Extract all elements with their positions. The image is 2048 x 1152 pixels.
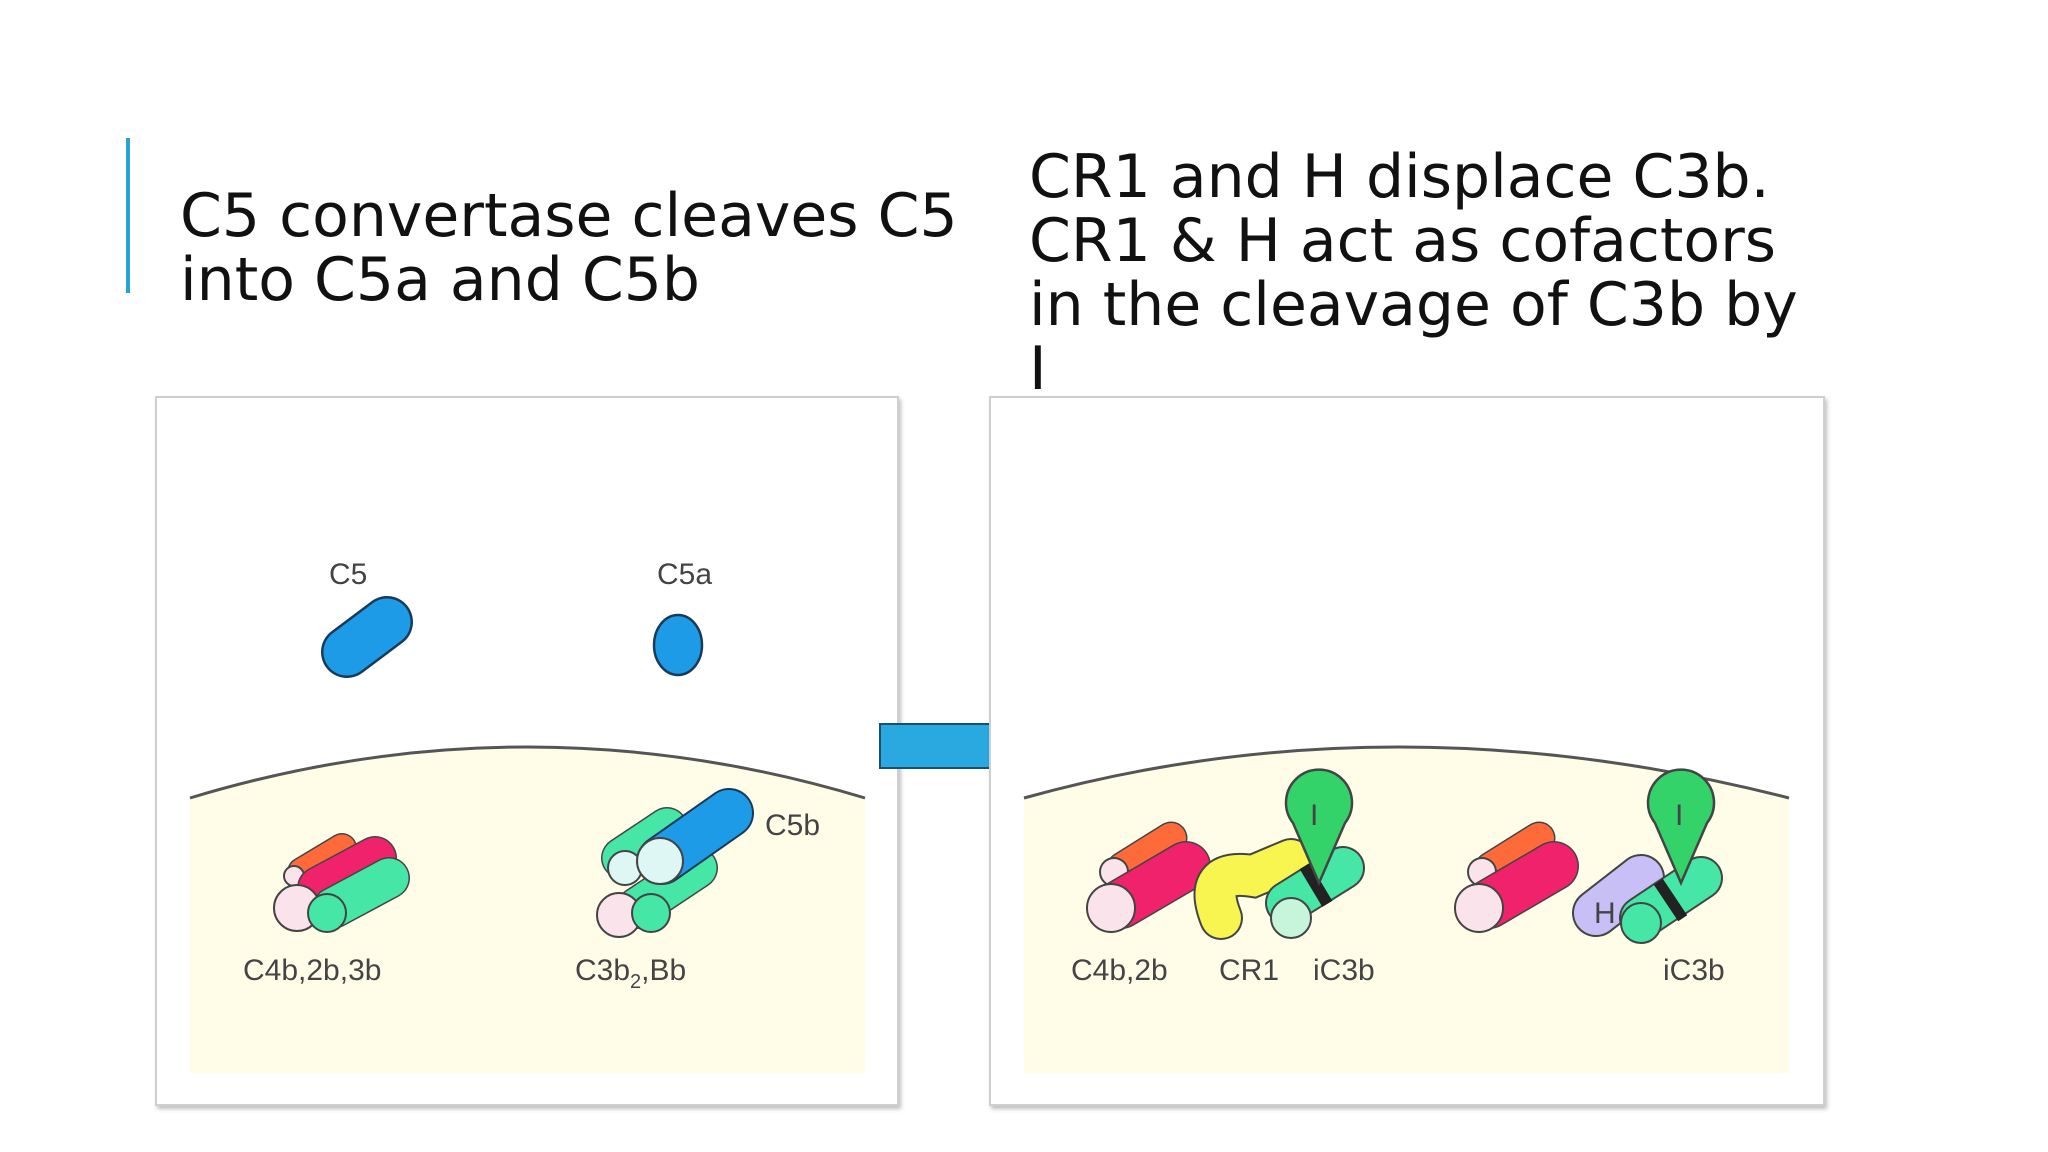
factor-h-label: H: [1594, 897, 1616, 930]
right-title-line-3: in the cleavage of C3b by: [1029, 270, 1798, 340]
left-slide-title: C5 convertase cleaves C5 into C5a and C5…: [180, 181, 958, 315]
h-ic3b-complex: [1572, 768, 1723, 944]
right-title-line-1: CR1 and H displace C3b.: [1029, 142, 1770, 212]
right-diagram-svg: C4b,2b I CR1 iC3b: [1023, 745, 1790, 1073]
cr1-ic3b-complex: [1193, 768, 1365, 940]
right-title-line-2: CR1 & H act as cofactors: [1029, 206, 1777, 276]
c4b-2b-3b-complex: [273, 833, 410, 933]
ic3b-label-2: iC3b: [1663, 954, 1725, 987]
cr1-label: CR1: [1219, 954, 1279, 987]
left-title-line-2: into C5a and C5b: [180, 245, 701, 315]
right-diagram-panel: C4b,2b I CR1 iC3b: [989, 396, 1825, 1106]
c5-label: C5: [329, 558, 367, 591]
ic3b-label-1: iC3b: [1313, 954, 1375, 987]
cell-interior: [1024, 747, 1789, 1073]
right-title-line-4: I: [1029, 334, 1047, 404]
complex1-label: C4b,2b,3b: [243, 954, 381, 987]
accent-bar: [126, 138, 130, 293]
c4b-2b-label: C4b,2b: [1071, 954, 1168, 987]
factor-i-1-label: I: [1310, 799, 1318, 832]
cell-membrane: [189, 745, 866, 800]
right-slide-title: CR1 and H displace C3b. CR1 & H act as c…: [1029, 145, 1829, 401]
left-diagram-panel: C5 C5a C4b,2b,3b: [155, 396, 899, 1106]
complex2-label-sub: 2: [630, 971, 641, 993]
c5a-label: C5a: [657, 558, 712, 591]
complex2-label-main: C3b: [575, 954, 630, 987]
c4b-2b-complex-right: [1454, 821, 1579, 933]
left-title-line-1: C5 convertase cleaves C5: [180, 181, 958, 251]
left-diagram-svg: C5 C5a C4b,2b,3b: [189, 558, 866, 1073]
factor-i-2-label: I: [1675, 799, 1683, 832]
c4b-2b-complex-left: [1086, 821, 1211, 933]
c5-molecule: [321, 596, 413, 678]
c5b-label: C5b: [765, 809, 820, 842]
c5b-molecule: [636, 788, 754, 885]
complex2-label: C3b2,Bb: [575, 954, 686, 993]
complex2-label-tail: ,Bb: [641, 954, 686, 987]
c5a-molecule: [652, 613, 704, 677]
